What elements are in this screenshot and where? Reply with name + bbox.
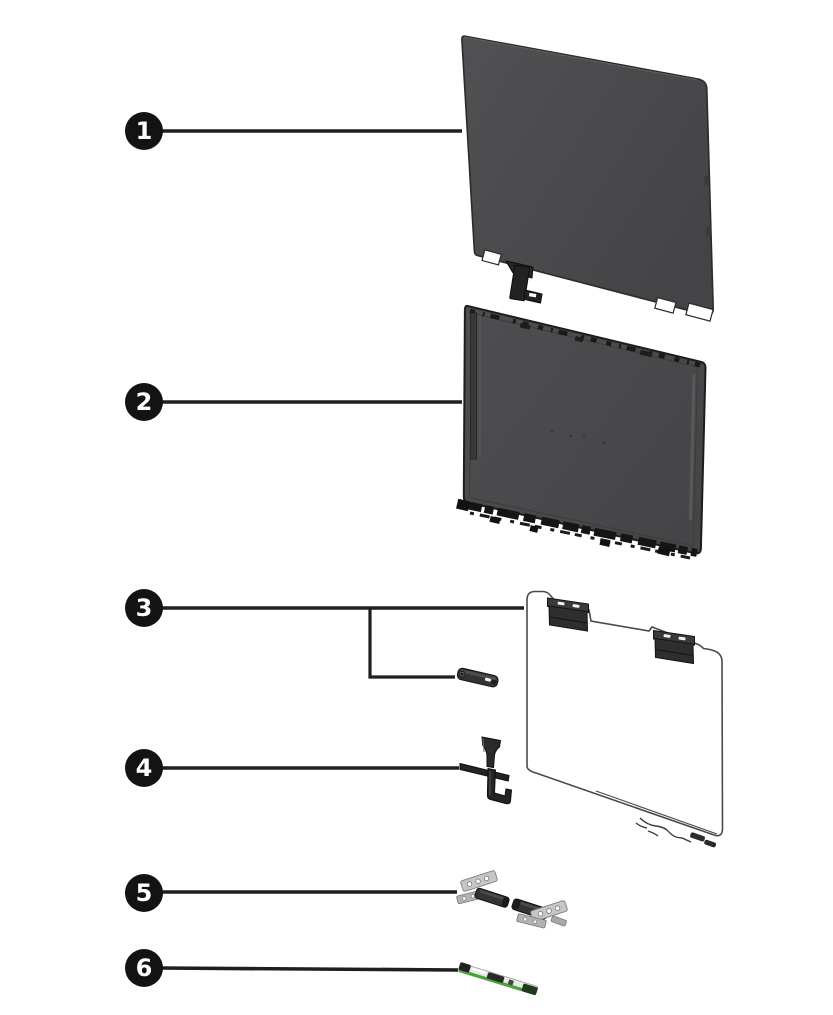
leader-lines (159, 129, 524, 972)
callout-1-number: 1 (135, 117, 153, 145)
camera-pcb-green-edge (458, 969, 537, 996)
sheet-cable (635, 817, 692, 843)
callout-6-number: 6 (135, 954, 153, 982)
cover-dots (550, 429, 606, 445)
callout-4-badge: 4 (125, 749, 163, 787)
callout-6-badge: 6 (125, 949, 163, 987)
callout-4-number: 4 (135, 754, 153, 782)
camera-left-component (458, 962, 471, 973)
camera-lens-housing (486, 972, 505, 983)
display-panel-body (461, 35, 715, 316)
leader-line-3-branch (368, 608, 455, 679)
cover-top-texture (469, 308, 701, 368)
sheet-cable-connector (690, 832, 705, 842)
cover-bottom-clips (456, 498, 671, 557)
bracket-piece-illustration (459, 736, 513, 805)
antenna-module-left (547, 597, 589, 632)
callout-1-badge: 1 (125, 112, 163, 150)
antenna-module-right (653, 629, 695, 665)
camera-module-illustration (458, 962, 539, 996)
display-panel-illustration (461, 35, 715, 322)
cover-left-strip (470, 312, 477, 460)
bracket-flag (481, 736, 502, 769)
bracket-cross-strip (459, 762, 510, 782)
panel-top-highlight (463, 36, 698, 81)
callout-2-badge: 2 (125, 383, 163, 421)
panel-cable-connector (504, 260, 543, 304)
back-cover-body (462, 304, 707, 555)
bracket-flag-highlight (482, 737, 485, 753)
camera-right-component (521, 983, 538, 995)
callout-5-number: 5 (135, 879, 153, 907)
panel-notch (685, 302, 714, 322)
callout-5-badge: 5 (125, 874, 163, 912)
callout-2-number: 2 (135, 388, 153, 416)
sheet-cable-connector (704, 839, 717, 848)
antenna-small-piece (456, 667, 499, 688)
hinge-left (456, 870, 510, 908)
bracket-hook (486, 767, 513, 805)
antenna-sheet-outline (526, 590, 724, 837)
hinge-kit-illustration (456, 870, 568, 929)
panel-notch (654, 296, 677, 314)
antenna-kit-illustration (456, 590, 724, 848)
camera-glint (472, 968, 487, 974)
panel-notch (481, 249, 503, 266)
panel-edge-bump (706, 226, 711, 235)
cover-bottom-texture-2 (469, 511, 691, 560)
cover-bottom-texture (465, 501, 698, 557)
sheet-bottom-fold (595, 790, 718, 835)
panel-edge-bump (704, 176, 709, 185)
callout-3-badge: 3 (125, 589, 163, 627)
display-back-cover-illustration (456, 304, 707, 560)
camera-small-component (507, 979, 514, 986)
cover-right-seam (689, 373, 696, 521)
cover-top-clips (519, 322, 653, 358)
connector-hook-gap (528, 292, 537, 298)
callout-3-number: 3 (135, 594, 153, 622)
leader-line-6 (159, 966, 459, 972)
hinge-right (511, 898, 568, 929)
